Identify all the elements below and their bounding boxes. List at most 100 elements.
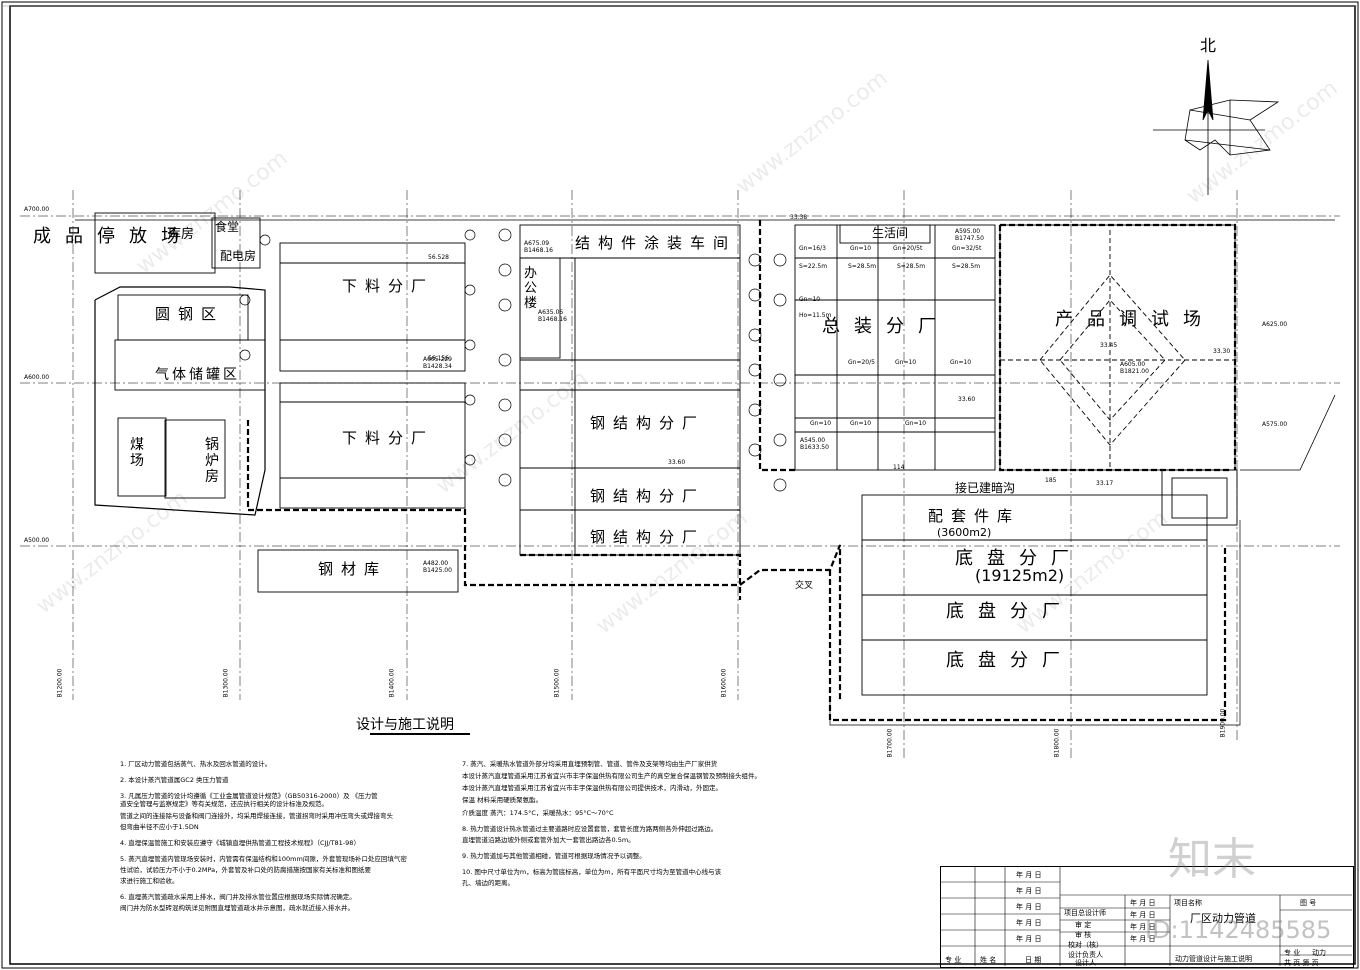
note-line: 孔、墙边的距离。: [462, 879, 514, 888]
elevation-label: 56.156: [428, 355, 449, 362]
label-assembly-plant: 总装分厂: [822, 316, 950, 337]
label-intersection: 交叉: [795, 581, 814, 591]
label-gas-storage: 气体储罐区: [155, 367, 240, 383]
note-line: 但弯曲半径不应小于1.5DN: [120, 822, 199, 831]
tb-date: 年 月 日: [1130, 911, 1156, 919]
room-spec: 185: [1045, 477, 1057, 484]
label-structure-paint: 结构件涂装车间: [575, 234, 737, 252]
room-spec: S=28.5m: [897, 263, 926, 270]
tb-date: 年 月 日: [1016, 935, 1042, 943]
elevation-label: 33.17: [1096, 480, 1114, 487]
label-connect-existing: 接已建暗沟: [955, 481, 1016, 495]
label-office-building: 办公楼: [524, 266, 538, 311]
coord-label: A482.00: [423, 560, 449, 567]
label-distribution-room: 配电房: [220, 249, 257, 263]
axis-row-label: A700.00: [24, 206, 50, 213]
label-canteen: 食堂: [215, 220, 240, 234]
axis-col-label: B1400.00: [388, 668, 396, 698]
label-steel-structure: 钢结构分厂: [590, 487, 706, 505]
room-spec: 114: [893, 464, 905, 471]
note-line: 10. 图中尺寸单位为m，标高为管底标高，单位为m，所有平面尺寸均为至管道中心线…: [462, 868, 722, 876]
title-block: [940, 866, 1354, 968]
label-steel-structure: 钢结构分厂: [590, 414, 706, 432]
elevation-label: 33.38: [790, 214, 808, 221]
label-steel-warehouse: 钢材库: [318, 560, 388, 578]
tb-sheet-title: 厂区动力管道: [1190, 912, 1256, 925]
axis-col-label: B1300.00: [222, 668, 230, 698]
note-line: 阀门井为防水型砖混构筑详见附图直埋管道疏水井示意图，疏水就近接入排水井。: [120, 904, 354, 913]
room-spec: Gn=10: [799, 296, 821, 303]
room-spec: Gn=32/5t: [952, 245, 982, 252]
label-chassis-plant: 底盘分厂: [955, 548, 1083, 569]
label-steel-structure: 钢结构分厂: [590, 528, 706, 546]
tb-major-value: 动力: [1312, 949, 1326, 957]
label-chassis-plant: 底盘分厂: [946, 650, 1074, 671]
tb-row-label: 校对（核）: [1068, 941, 1103, 949]
note-line: 本设计蒸汽直埋管道采用江苏省宜兴市丰宇保温供热有限公司生产的真空复合保温钢管及预…: [462, 772, 761, 781]
coord-label: B1821.00: [1120, 368, 1149, 375]
label-living-room: 生活间: [872, 226, 909, 240]
note-line: 本设计蒸汽直埋管道采用江苏省宜兴市丰宇保温供热有限公司提供技术，内滑动，外固定。: [462, 784, 722, 793]
tb-date: 年 月 日: [1016, 919, 1042, 927]
label-boiler-room: 锅炉房: [205, 437, 219, 485]
room-spec: S=28.5m: [952, 263, 981, 270]
tb-date: 年 月 日: [1130, 923, 1156, 931]
coord-label: A625.00: [1262, 321, 1288, 328]
coord-label: A605.00: [1120, 361, 1146, 368]
room-spec: Gn=10: [850, 245, 872, 252]
tb-bottom-label: 专 业: [945, 956, 962, 964]
tb-row-label: 设计人: [1075, 959, 1096, 967]
note-line: 5. 蒸汽直埋管道内管现场安装时，内管需有保温结构和100mm间隙，外套管现场补…: [120, 854, 407, 863]
tb-date: 年 月 日: [1130, 935, 1156, 943]
tb-row-label: 审 定: [1075, 921, 1092, 929]
elevation-label: 56.528: [428, 254, 449, 261]
room-spec: Gn=16/3: [799, 245, 826, 252]
note-line: 性试验，试验压力不小于0.2MPa，外套管及补口处的防腐措施按国家有关标准和图纸…: [120, 866, 372, 874]
label-parts-store: 配套件库: [928, 507, 1021, 525]
tb-date: 年 月 日: [1016, 887, 1042, 895]
note-line: 3. 凡属压力管道的设计均遵循《工业金属管道设计规范》（GB50316-2000…: [120, 792, 378, 801]
note-line: 1. 厂区动力管道包括蒸气、热水及回水管道的设计。: [120, 760, 272, 768]
coord-label: B1468.16: [538, 316, 567, 323]
coord-label: A605.229: [423, 356, 452, 363]
note-line: 直埋管道沿路边坡外侧或套管外加大一套管出路边各0.5m。: [462, 835, 635, 844]
notes-left: 1. 厂区动力管道包括蒸气、热水及回水管道的设计。 2. 本设计蒸汽管道属GC2…: [120, 760, 407, 913]
axis-col-label: B1500.00: [553, 668, 561, 698]
room-spec: S=22.5m: [799, 263, 828, 270]
axis-col-label: B1700.00: [886, 728, 894, 758]
room-spec: Gn=10: [810, 420, 832, 427]
coord-label: B1425.00: [423, 567, 452, 574]
note-line: 8. 热力管道设计热水管道过主要道路时应设置套管，套管长度为路两侧各外伸超过路边…: [462, 824, 718, 833]
axis-col-label: B1200.00: [56, 668, 64, 698]
room-spec: Gn=20/5t: [893, 245, 923, 252]
tb-date: 年 月 日: [1016, 903, 1042, 911]
axis-col-label: B1600.00: [720, 668, 728, 698]
notes-right: 7. 蒸汽、采暖热水管道外部分均采用直埋预制管、管道、管件及支架等均由生产厂家供…: [462, 760, 761, 887]
tb-sheet-subtitle: 动力管道设计与施工说明: [1175, 955, 1252, 963]
note-line: 求进行施工和验收。: [120, 877, 179, 886]
tb-date: 年 月 日: [1130, 899, 1156, 907]
note-line: 介质温度 蒸汽：174.5°C，采暖热水：95°C～70°C: [462, 808, 614, 817]
axis-row-label: A500.00: [24, 537, 50, 544]
tb-row-label: 设计负责人: [1068, 951, 1103, 959]
label-parts-store-area: (3600m2): [937, 526, 992, 539]
label-chassis-plant: 底盘分厂: [946, 601, 1074, 622]
coord-label: A545.00: [800, 437, 826, 444]
room-spec: Gn=10: [905, 420, 927, 427]
axis-col-label: B1900.00: [1219, 708, 1227, 738]
label-coal-yard: 煤场: [130, 437, 144, 469]
coord-label: A595.00: [955, 228, 981, 235]
watermark-id: ID:1142485585: [1145, 916, 1332, 944]
note-line: 6. 直埋蒸汽管道疏水采用上排水，阀门井及排水管位置应根据现场实际情况确定。: [120, 893, 356, 902]
label-product-test: 产品调试场: [1055, 309, 1215, 330]
tb-bottom-label: 日 期: [1025, 956, 1042, 964]
north-arrow-icon: [1153, 59, 1280, 195]
watermark-brand: 知末: [1168, 834, 1256, 885]
coord-label: B1428.34: [423, 363, 452, 370]
label-cutting-plant: 下料分厂: [342, 277, 435, 295]
note-line: 管道之间的连接除与设备和阀门连接外，均采用焊接连接，管道拐弯时采用冲压弯头或焊接…: [120, 811, 393, 820]
coord-label: B1633.50: [800, 444, 829, 451]
tb-date: 年 月 日: [1016, 871, 1042, 879]
tb-fig-label: 图 号: [1300, 899, 1317, 907]
